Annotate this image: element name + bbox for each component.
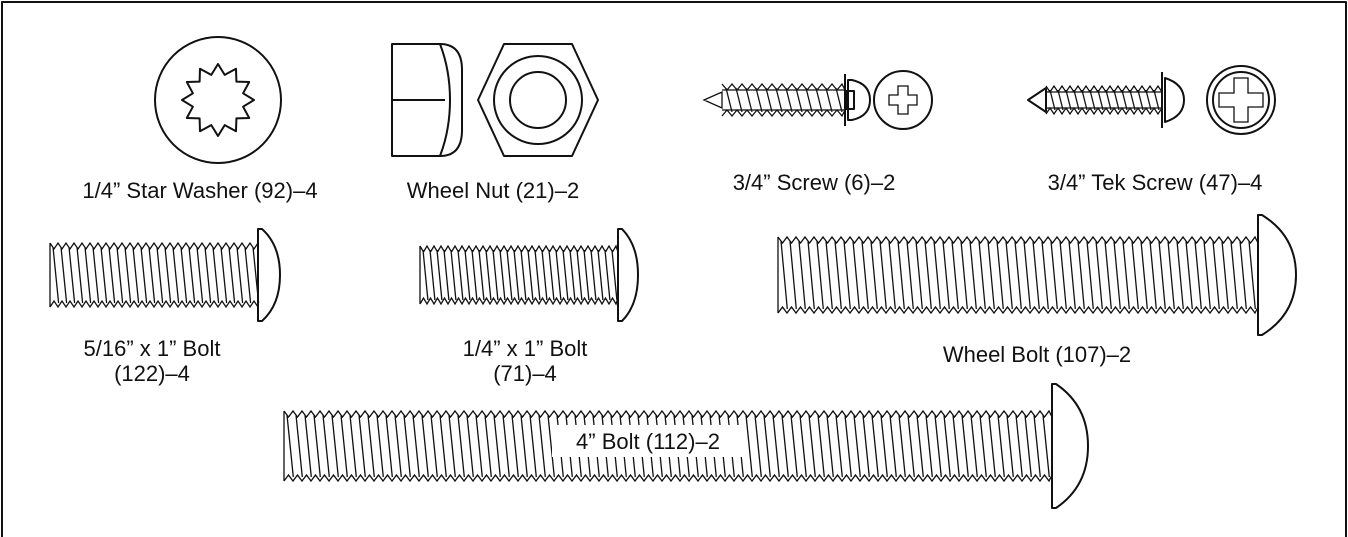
hex-nut-side-icon <box>391 43 463 157</box>
bolt-head <box>1257 214 1297 336</box>
bolt-threads <box>49 241 260 309</box>
bolt-5-16-label-line1: 5/16” x 1” Bolt <box>84 336 221 361</box>
bolt-4in-label: 4” Bolt (112)–2 <box>576 429 720 454</box>
tek-screw-label: 3/4” Tek Screw (47)–4 <box>1048 170 1263 195</box>
bolt-head <box>1051 383 1089 509</box>
star-washer-label: 1/4” Star Washer (92)–4 <box>82 178 317 203</box>
bolt-threads <box>419 244 619 306</box>
bolt-head <box>257 228 281 322</box>
screw-label: 3/4” Screw (6)–2 <box>733 170 896 195</box>
bolt-threads <box>777 235 1259 315</box>
bolt-1-4-label-line2: (71)–4 <box>493 361 557 386</box>
wood-screw-icon <box>702 74 871 126</box>
hex-nut-top-icon <box>477 43 599 157</box>
tek-screw-icon <box>1027 72 1185 128</box>
phillips-head-icon <box>1206 65 1276 135</box>
wheel-nut-label: Wheel Nut (21)–2 <box>407 178 579 203</box>
phillips-head-icon <box>873 70 933 130</box>
bolt-4in-label-bg <box>552 425 744 457</box>
wheel-bolt-label: Wheel Bolt (107)–2 <box>943 342 1131 367</box>
bolt-icon <box>49 214 1297 509</box>
star-washer-icon <box>154 36 282 164</box>
bolt-5-16-label-line2: (122)–4 <box>114 361 190 386</box>
bolt-head <box>617 228 639 322</box>
bolt-1-4-label-line1: 1/4” x 1” Bolt <box>463 336 588 361</box>
